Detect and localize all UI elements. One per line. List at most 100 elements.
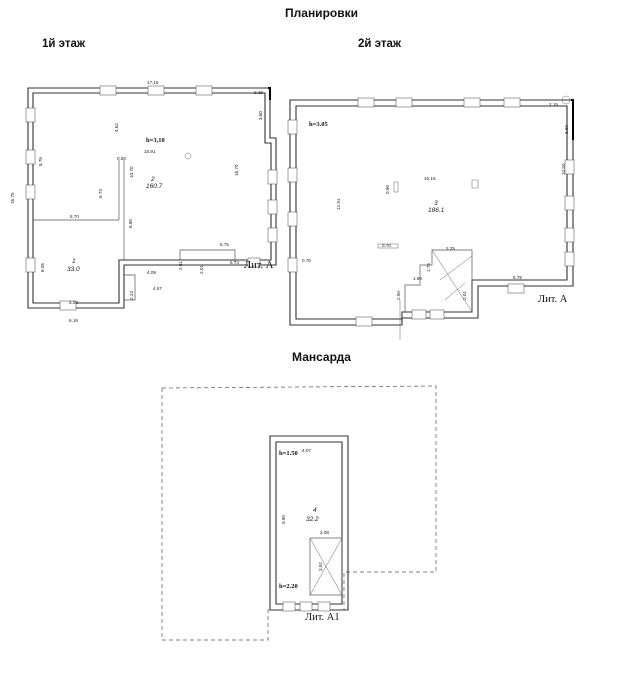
floor2-window xyxy=(564,251,575,267)
floor2-column xyxy=(393,181,399,193)
floor2-lit-label: Лит. А xyxy=(538,294,568,305)
floor1-title: 1й этаж xyxy=(42,38,86,50)
floor1-window xyxy=(25,257,36,273)
floor2-dim: 10.50 xyxy=(561,163,566,175)
floor2-window xyxy=(287,211,298,227)
floor1-dim: 16.75 xyxy=(10,192,15,204)
floor1-dim: 4.67 xyxy=(153,286,162,291)
floor2-column xyxy=(471,179,479,189)
floor1-dim: 8.80 xyxy=(128,219,133,228)
attic-dim: 9.90 xyxy=(281,515,286,524)
floor2-window xyxy=(287,119,298,135)
floor1-dim: 8.76 xyxy=(38,157,43,166)
floor1-window xyxy=(267,227,278,243)
floor1-room-number: 1 xyxy=(72,258,76,265)
floor2-height-label: h=3.05 xyxy=(309,121,328,128)
floor1-dim: 17.16 xyxy=(147,80,159,85)
floor2-window xyxy=(395,97,413,108)
floor2-window xyxy=(411,309,427,320)
floor2-window xyxy=(564,227,575,243)
floor1-window xyxy=(25,107,36,123)
floor1-room-area: 33.0 xyxy=(67,266,80,273)
attic-room-number: 4 xyxy=(313,507,317,514)
floor1-dim: 4.09 xyxy=(147,270,156,275)
floor2-window xyxy=(503,97,521,108)
floor2-dim: 2.15 xyxy=(549,102,558,107)
floor1-window xyxy=(25,184,36,200)
floor1-dim: 0.50 xyxy=(117,156,126,161)
floor1-dim: 5.70 xyxy=(70,214,79,219)
attic-dim: 4.07 xyxy=(302,448,311,453)
attic-roof-outline xyxy=(161,385,437,641)
floor2-dim: 1.90 xyxy=(413,276,422,281)
floor2-window xyxy=(287,257,298,273)
attic-plan xyxy=(161,385,437,641)
attic-title: Мансарда xyxy=(292,350,351,364)
floor1-plan xyxy=(25,85,278,311)
floor2-window xyxy=(564,195,575,211)
floor2-window xyxy=(564,159,575,175)
floor1-dim: 15.91 xyxy=(144,149,156,154)
floor1-dim: 5.75 xyxy=(220,242,229,247)
attic-window xyxy=(299,601,313,612)
floor1-lit-label: Лит. А xyxy=(244,260,274,271)
attic-lit-label: Лит. А1 xyxy=(305,612,340,623)
floor2-dim: 1.76 xyxy=(426,263,431,272)
floor2-column xyxy=(561,95,571,105)
floor1-window xyxy=(195,85,213,96)
floor2-column xyxy=(377,243,399,249)
floor2-window xyxy=(287,167,298,183)
floor1-room-number: 2 xyxy=(150,176,155,183)
floor1-window xyxy=(247,257,261,268)
floor2-dim: 12.91 xyxy=(336,198,341,210)
floor2-title: 2й этаж xyxy=(358,38,402,50)
floor1-dim: 5.74 xyxy=(230,260,239,265)
floor1-dim: 6.05 xyxy=(40,263,45,272)
floor2-room-number: 3 xyxy=(434,200,438,207)
floor2-dim: 2.50 xyxy=(396,291,401,300)
floor2-dim: 16.15 xyxy=(424,176,436,181)
attic-height-bottom: h=2.20 xyxy=(279,583,298,590)
floor1-window xyxy=(59,300,77,311)
floor2-dim: 0.70 xyxy=(302,258,311,263)
floor2-window xyxy=(463,97,481,108)
floor1-window xyxy=(267,199,278,215)
floor1-dim: 2.15 xyxy=(254,90,263,95)
floor1-room-area: 160.7 xyxy=(146,183,163,190)
floor2-window xyxy=(355,316,373,327)
floor2-dim: 0.70 xyxy=(382,243,391,248)
floor2-dim: 2.25 xyxy=(446,246,455,251)
floor1-window xyxy=(99,85,117,96)
floor1-dim: 2.24 xyxy=(129,291,134,300)
floor2-dim: 5.75 xyxy=(513,275,522,280)
floor2-dim: 2.01 xyxy=(462,291,467,300)
floor1-dim: 2.01 xyxy=(199,265,204,274)
floor2-plan xyxy=(287,95,575,340)
attic-window xyxy=(282,601,296,612)
floor2-window xyxy=(507,283,525,294)
floor1-height-label: h=3,10 xyxy=(146,137,165,144)
floor2-dim: 3.60 xyxy=(564,125,569,134)
floor2-window xyxy=(357,97,375,108)
floor1-dim: 10.70 xyxy=(129,166,134,178)
floor1-column xyxy=(184,152,192,160)
floor1-dim: 6.19 xyxy=(69,318,78,323)
floor2-window xyxy=(429,309,445,320)
floor1-window xyxy=(25,149,36,165)
attic-room-area: 32.2 xyxy=(306,516,319,523)
page-title: Планировки xyxy=(285,6,358,20)
floor1-window xyxy=(147,85,165,96)
attic-height-top: h=1.50 xyxy=(279,450,298,457)
floor1-dim: 2.01 xyxy=(178,261,183,270)
floor1-dim: 3.60 xyxy=(258,111,263,120)
attic-dim: 2.08 xyxy=(320,530,329,535)
floor1-dim: 4.62 xyxy=(114,123,119,132)
floor2-dim: 0.90 xyxy=(385,185,390,194)
floor1-window xyxy=(267,169,278,185)
floor2-room-area: 186.1 xyxy=(428,207,445,214)
floor1-dim: 6.74 xyxy=(98,189,103,198)
attic-dim: 3.92 xyxy=(318,562,323,571)
floor1-dim: 16.70 xyxy=(234,164,239,176)
attic-window xyxy=(317,601,331,612)
